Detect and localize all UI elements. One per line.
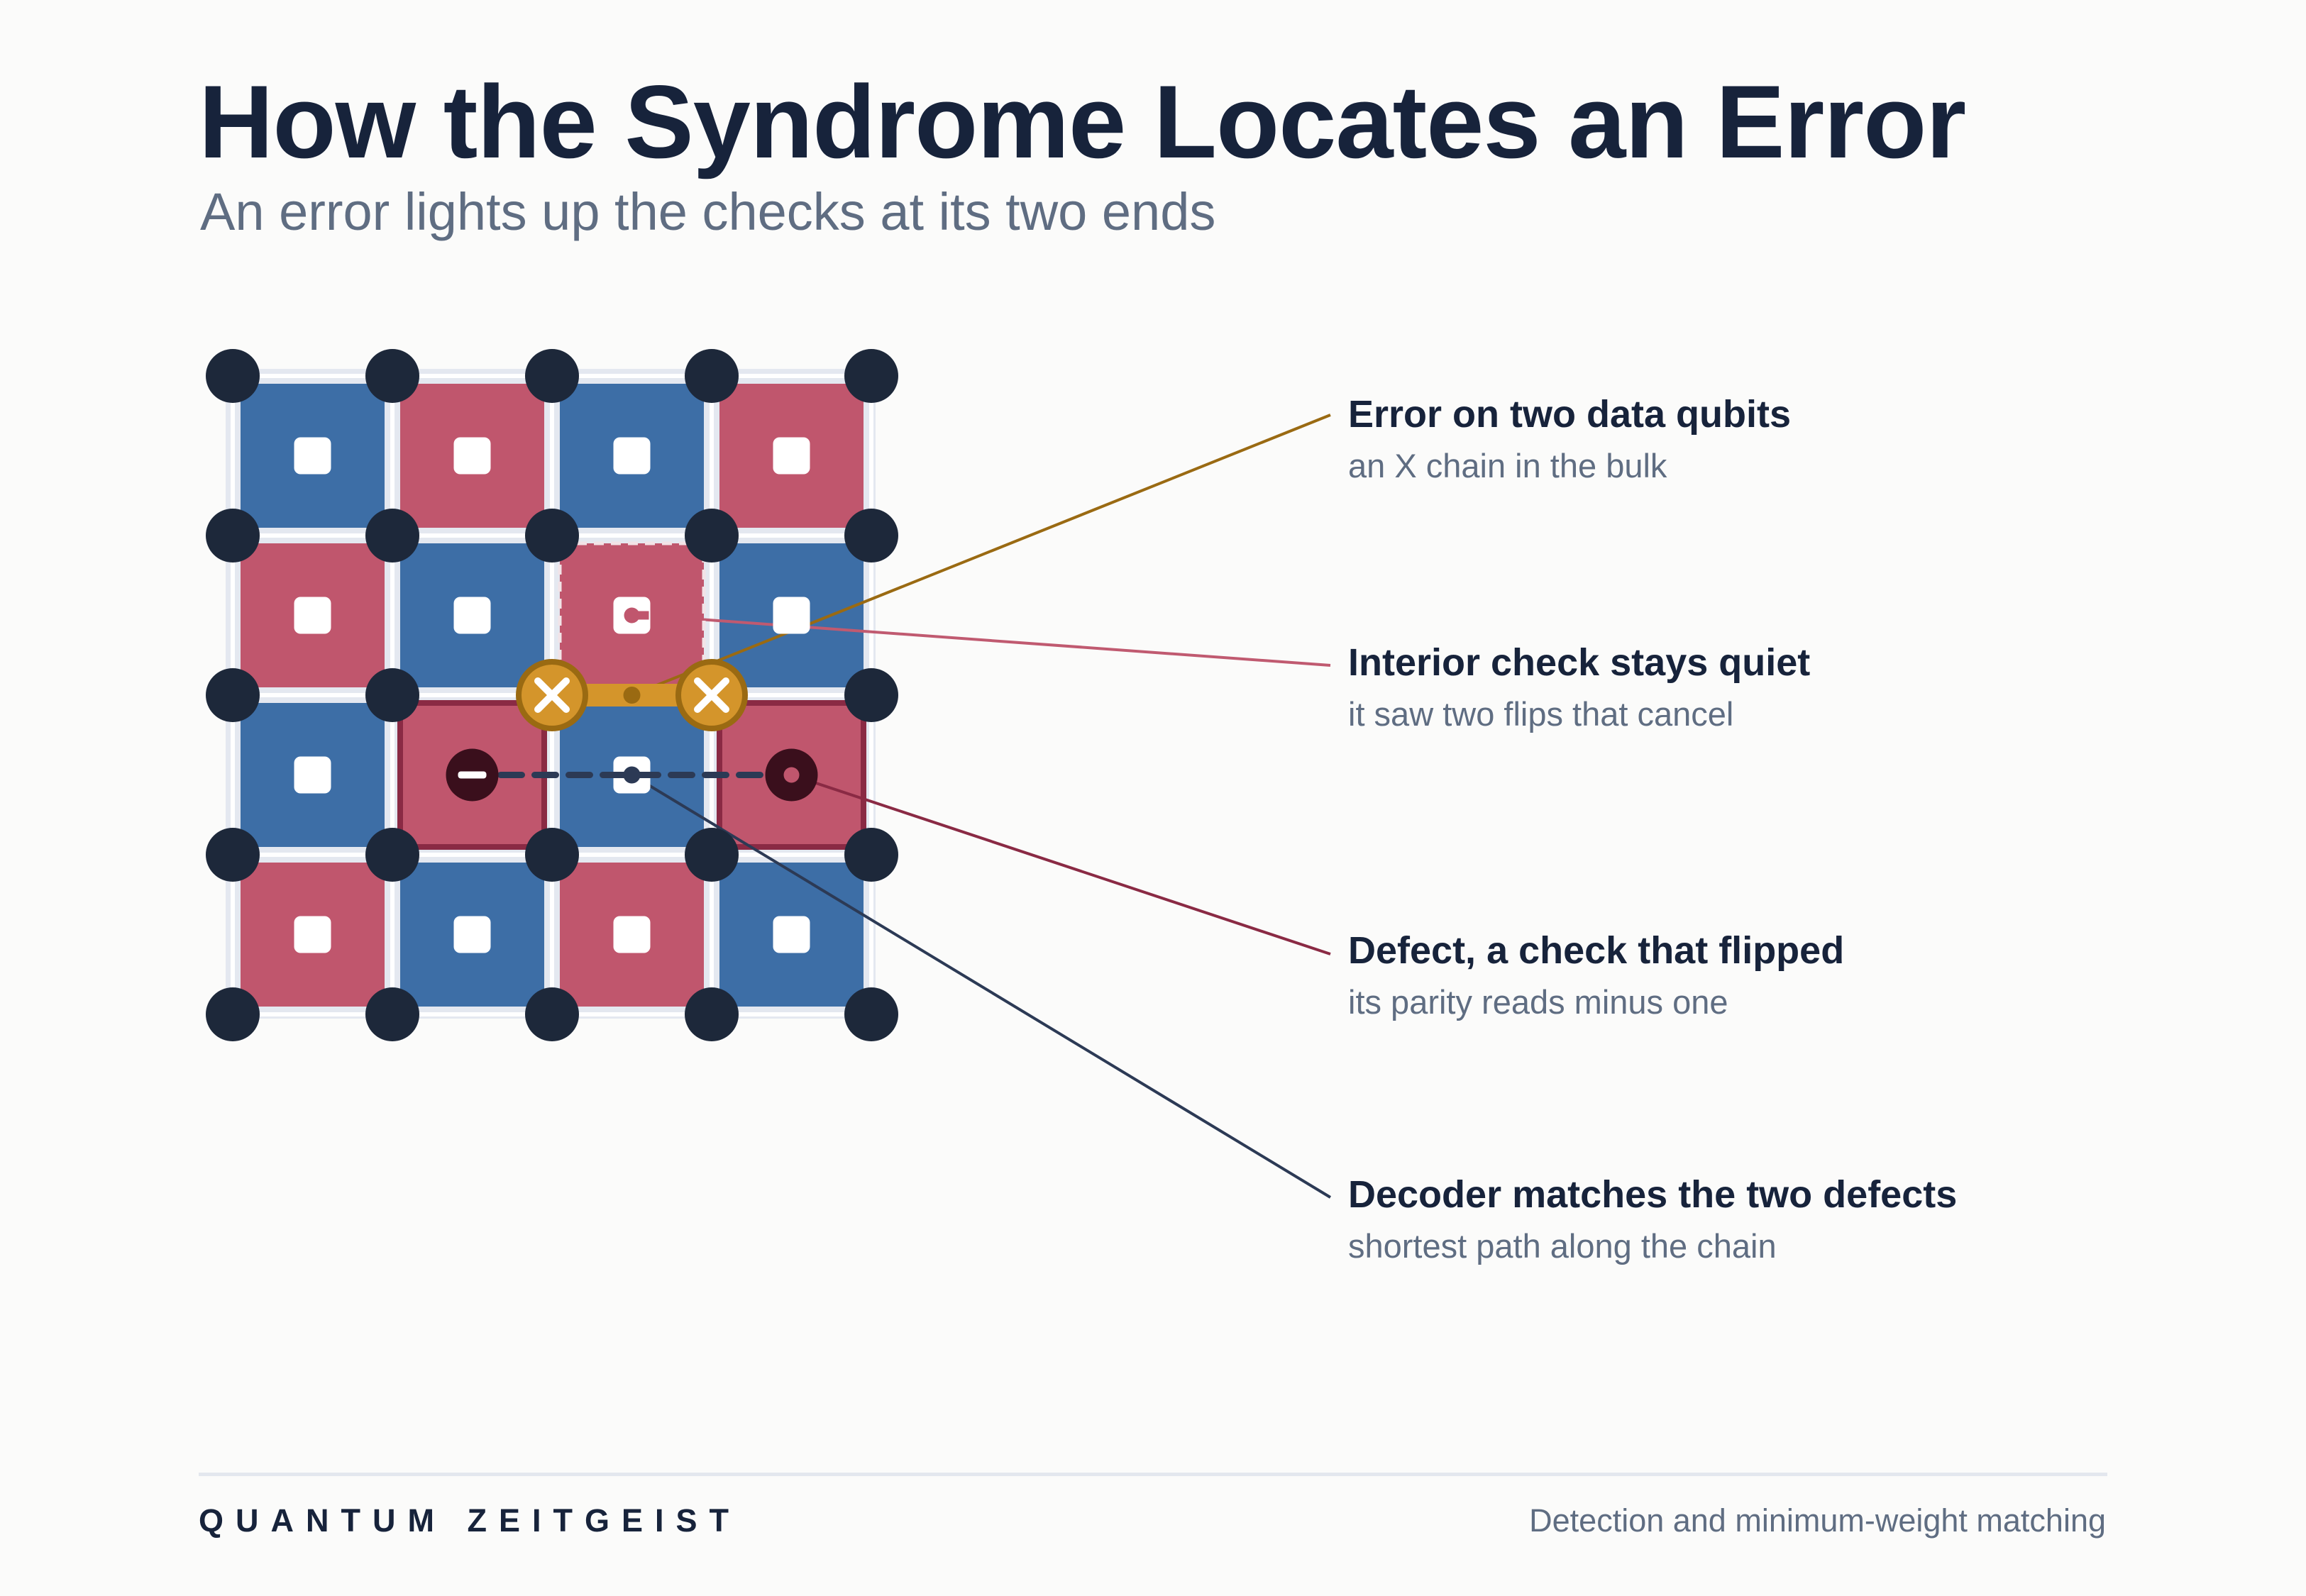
error-layer [516, 659, 748, 731]
leader-line-error [631, 414, 1331, 697]
data-qubit [525, 349, 579, 403]
check-center-marker [294, 756, 331, 794]
callout-defect-subtitle: its parity reads minus one [1348, 983, 1728, 1021]
data-qubit [525, 509, 579, 563]
error-chain-midpoint [623, 687, 641, 704]
data-qubit [685, 509, 739, 563]
callout-error-title: Error on two data qubits [1348, 393, 1791, 436]
callout-error: Error on two data qubits an X chain in t… [1348, 393, 1791, 484]
leader-lines [631, 414, 1332, 1199]
data-qubit [525, 987, 579, 1041]
check-center-marker [453, 437, 491, 475]
callout-defect-title: Defect, a check that flipped [1348, 929, 1844, 972]
data-qubit [844, 987, 898, 1041]
data-qubit [844, 509, 898, 563]
callout-quiet-title: Interior check stays quiet [1348, 641, 1810, 684]
leader-line-decoder [631, 773, 1332, 1199]
data-qubit [365, 349, 419, 403]
data-qubit [365, 668, 419, 722]
callout-quiet-subtitle: it saw two flips that cancel [1348, 695, 1733, 733]
plaquette-layer [241, 384, 866, 1007]
defect-dot [783, 767, 800, 783]
callout-decoder-subtitle: shortest path along the chain [1348, 1227, 1777, 1265]
callout-defect: Defect, a check that flipped its parity … [1348, 929, 1844, 1021]
x-error-icon [694, 677, 729, 713]
check-center-marker [453, 597, 491, 634]
data-qubit [206, 987, 260, 1041]
minus-sign-icon [458, 771, 487, 779]
check-center-marker [773, 437, 810, 475]
footer-tagline: Detection and minimum-weight matching [1529, 1502, 2106, 1539]
x-error-icon [534, 677, 570, 713]
overlay-layer [294, 437, 818, 953]
page-title: How the Syndrome Locates an Error [199, 64, 1966, 179]
check-center-marker [294, 597, 331, 634]
data-qubit [365, 987, 419, 1041]
data-qubit [685, 828, 739, 882]
page-subtitle: An error lights up the checks at its two… [200, 182, 1216, 241]
data-qubit [365, 509, 419, 563]
data-qubit [206, 349, 260, 403]
check-center-marker [453, 916, 491, 953]
data-qubit [685, 349, 739, 403]
leader-line-defect [790, 773, 1331, 955]
callout-decoder-title: Decoder matches the two defects [1348, 1173, 1957, 1216]
quiet-check-notch [631, 611, 649, 620]
data-qubit-layer [206, 349, 898, 1041]
data-qubit [525, 828, 579, 882]
callout-error-subtitle: an X chain in the bulk [1348, 447, 1667, 484]
matching-path-midpoint [623, 766, 641, 784]
data-qubit [206, 509, 260, 563]
check-center-marker [294, 437, 331, 475]
callout-quiet-check: Interior check stays quiet it saw two fl… [1348, 641, 1810, 733]
footer-divider [199, 1473, 2107, 1476]
check-center-marker [773, 597, 810, 634]
data-qubit [206, 828, 260, 882]
data-qubit [844, 828, 898, 882]
check-center-marker [613, 916, 651, 953]
data-qubit [685, 987, 739, 1041]
callout-decoder: Decoder matches the two defects shortest… [1348, 1173, 1957, 1265]
check-center-marker [613, 437, 651, 475]
data-qubit [206, 668, 260, 722]
data-qubit [365, 828, 419, 882]
check-center-marker [773, 916, 810, 953]
check-center-marker [294, 916, 331, 953]
data-qubit [844, 349, 898, 403]
data-qubit [844, 668, 898, 722]
footer-brand: QUANTUM ZEITGEIST [199, 1502, 741, 1539]
